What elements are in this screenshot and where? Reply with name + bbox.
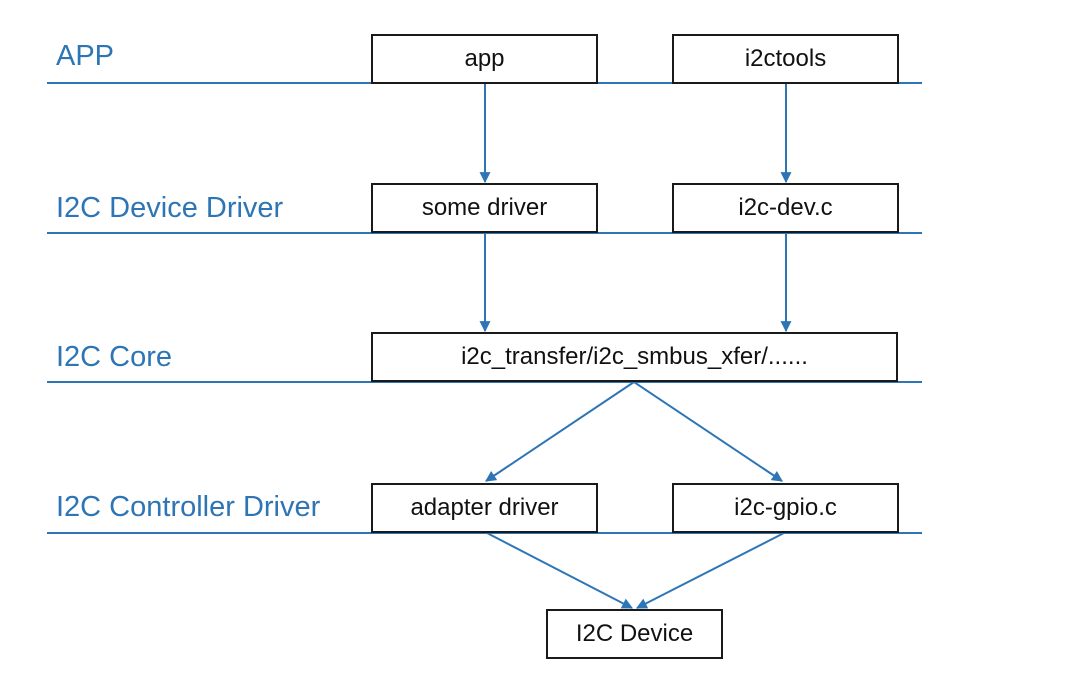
- arrow-core-to-i2c-gpio: [633, 381, 783, 482]
- layer-label-core: I2C Core: [56, 341, 173, 373]
- box-i2c-dev: i2c-dev.c: [672, 183, 899, 233]
- arrow-i2c-gpio-to-device: [636, 532, 785, 609]
- box-i2c-gpio: i2c-gpio.c: [672, 483, 899, 533]
- box-core-functions: i2c_transfer/i2c_smbus_xfer/......: [371, 332, 898, 382]
- arrow-adapter-driver-to-device: [486, 532, 633, 609]
- layer-label-controller-driver: I2C Controller Driver: [56, 491, 321, 523]
- box-i2ctools: i2ctools: [672, 34, 899, 84]
- box-some-driver: some driver: [371, 183, 598, 233]
- arrow-core-to-adapter-driver: [485, 381, 635, 482]
- box-app: app: [371, 34, 598, 84]
- box-adapter-driver: adapter driver: [371, 483, 598, 533]
- layer-label-device-driver: I2C Device Driver: [56, 192, 284, 224]
- box-i2c-device: I2C Device: [546, 609, 723, 659]
- layer-label-app: APP: [56, 40, 115, 72]
